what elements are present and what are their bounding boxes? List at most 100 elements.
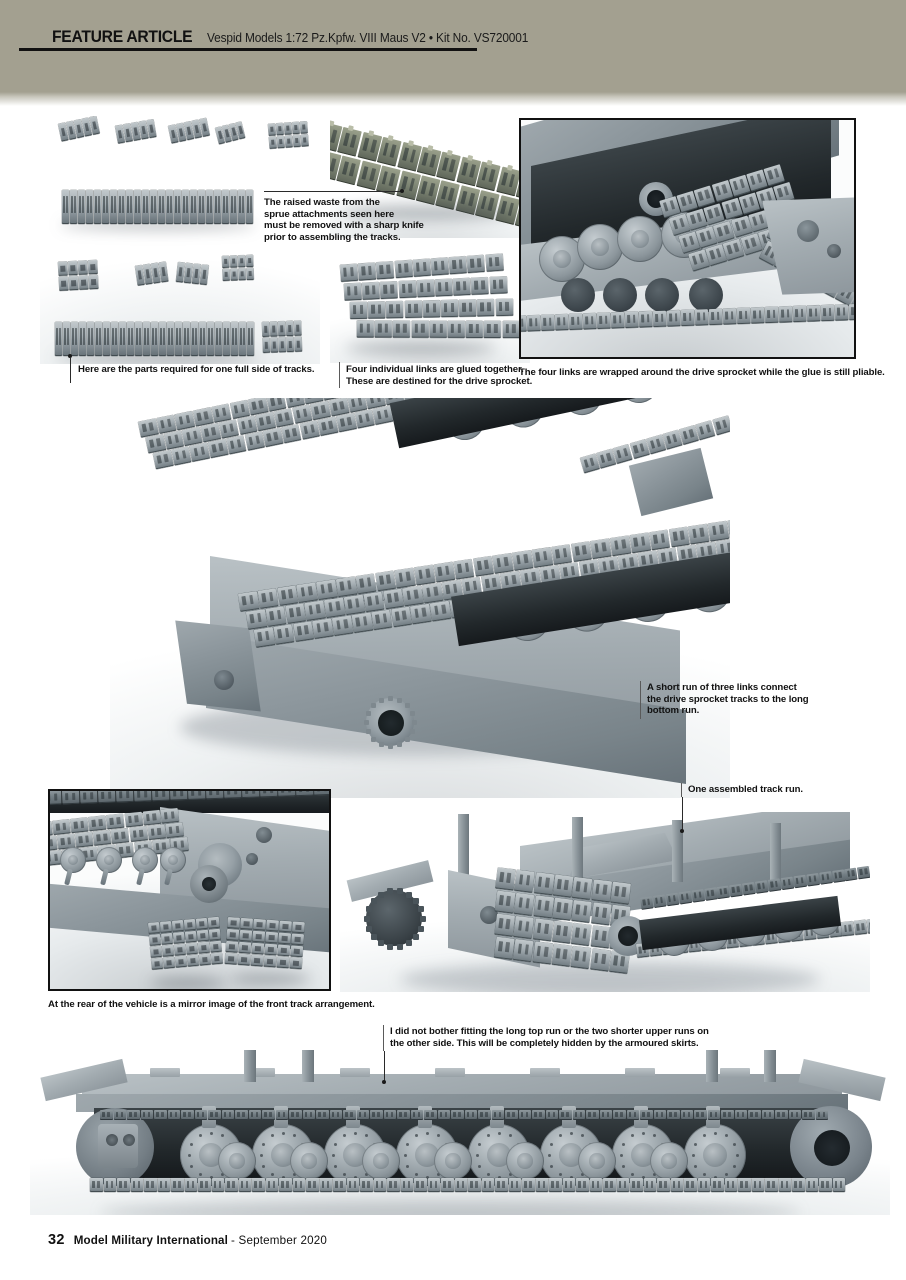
track-link <box>505 1110 518 1120</box>
track-link <box>680 1110 694 1120</box>
track-link <box>551 920 573 944</box>
wheel-bolt <box>558 1172 562 1176</box>
link-cutout <box>812 1180 816 1188</box>
sprocket-tooth <box>365 925 372 932</box>
wheel-bolt <box>403 1153 407 1157</box>
handling-post <box>302 1050 314 1082</box>
sprocket-tooth <box>418 906 425 913</box>
link-cutout <box>421 1180 424 1188</box>
link-cutout <box>396 323 400 333</box>
sprocket-tooth <box>370 933 377 940</box>
link-cutout <box>696 1111 699 1117</box>
track-link <box>329 1110 343 1120</box>
track-link <box>599 1110 613 1120</box>
link-cutout <box>704 1180 708 1188</box>
link-cutout <box>745 1180 748 1188</box>
wheel-bolt <box>190 1142 194 1146</box>
link-cutout <box>63 196 65 214</box>
sprocket-tooth <box>388 696 393 701</box>
track-link <box>167 1110 181 1120</box>
handling-post <box>244 1050 256 1082</box>
wheel-bolt <box>732 1142 736 1146</box>
link-cutout <box>524 1180 527 1188</box>
link-cutout <box>248 328 250 346</box>
link-cutout <box>709 1111 713 1117</box>
link-cutout <box>326 1180 330 1188</box>
track-link <box>495 867 516 891</box>
link-cutout <box>255 1111 259 1117</box>
link-cutout <box>162 923 169 930</box>
link-cutout <box>192 328 194 346</box>
link-cutout <box>340 1180 343 1188</box>
link-cutout <box>768 1111 772 1117</box>
link-cutout <box>251 791 256 794</box>
link-cutout <box>81 279 87 286</box>
link-cutout <box>432 323 436 333</box>
leader-line-parts-required <box>70 357 71 383</box>
link-cutout <box>379 265 384 274</box>
track-link <box>491 1110 505 1120</box>
link-cutout <box>755 1111 758 1117</box>
track-link <box>414 564 436 586</box>
track-link <box>79 322 87 356</box>
sprocket-tooth <box>404 736 410 742</box>
link-cutout <box>154 196 156 214</box>
link-cutout <box>227 955 235 962</box>
link-cutout <box>216 328 218 346</box>
wheel-bolt <box>334 1164 338 1168</box>
link-cutout <box>323 1111 326 1117</box>
link-cutout <box>412 1111 416 1117</box>
track-link <box>383 1110 397 1120</box>
road-wheel-inner <box>650 1142 688 1180</box>
track-link <box>166 190 174 224</box>
road-wheel-shadowed <box>645 278 679 312</box>
link-cutout <box>348 1180 352 1188</box>
link-cutout <box>104 328 106 346</box>
track-link <box>223 322 231 356</box>
link-cutout <box>510 1180 514 1188</box>
sprocket-tooth <box>378 742 384 748</box>
link-cutout <box>107 328 109 346</box>
hull-port <box>256 827 272 843</box>
wheel-bolt <box>641 1175 645 1179</box>
track-link <box>221 1110 235 1120</box>
track-link <box>570 946 592 970</box>
track-link <box>653 1110 667 1120</box>
caption-line: prior to assembling the tracks. <box>264 231 401 243</box>
link-cutout <box>466 1111 470 1117</box>
link-cutout <box>197 791 202 796</box>
link-cutout <box>186 196 188 214</box>
link-cutout <box>728 1111 731 1117</box>
link-cutout <box>814 308 818 317</box>
link-cutout <box>293 948 300 954</box>
link-cutout <box>102 1111 105 1117</box>
track-link <box>140 1110 154 1120</box>
link-cutout <box>165 947 171 954</box>
link-cutout <box>166 959 172 966</box>
wheel-bolt <box>364 1172 368 1176</box>
sprocket-tooth <box>413 898 420 904</box>
idler-bore <box>202 877 216 891</box>
link-cutout <box>823 307 827 317</box>
link-cutout <box>730 311 734 320</box>
track-link <box>215 322 223 356</box>
hull-port <box>246 853 258 865</box>
link-cutout <box>71 279 77 287</box>
deck-lug <box>720 1068 750 1077</box>
track-link <box>402 585 424 607</box>
caption-parts-required: Here are the parts required for one full… <box>78 364 315 376</box>
track-link <box>410 603 432 625</box>
track-link <box>143 322 151 356</box>
wheel-bolt <box>508 1134 512 1138</box>
link-cutout <box>188 945 195 952</box>
track-link <box>262 427 284 448</box>
track-link <box>111 322 119 356</box>
link-cutout <box>537 1180 541 1188</box>
track-link <box>430 600 452 622</box>
link-cutout <box>795 1111 799 1117</box>
link-cutout <box>203 328 205 346</box>
link-cutout <box>456 1180 460 1188</box>
link-cutout <box>179 791 184 796</box>
track-link <box>649 529 671 551</box>
wheel-bolt <box>270 1172 274 1176</box>
